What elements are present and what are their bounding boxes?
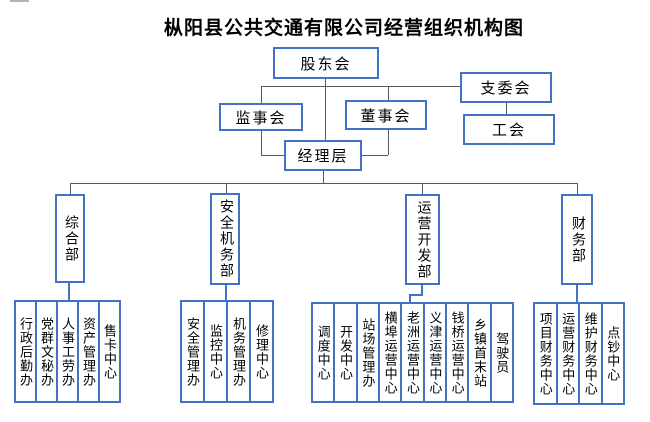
connector-line [70, 183, 578, 184]
connector-line [325, 79, 326, 140]
connector-line [70, 183, 71, 194]
connector-line [261, 86, 262, 103]
node-labor-union: 工会 [463, 114, 555, 145]
org-leaf-node: 维护财务中心 [578, 302, 603, 405]
connector-line [577, 183, 578, 195]
connector-line [261, 131, 262, 155]
dept-children-group-finance: 项目财务中心 运营财务中心 维护财务中心 点钞中心 [533, 302, 625, 405]
org-leaf-node: 横埠运营中心 [377, 302, 403, 403]
connector-line [388, 130, 389, 155]
node-shareholders-meeting: 股东会 [273, 47, 379, 79]
node-dept-general-affairs: 综合部 [55, 194, 85, 283]
node-supervisory-board: 监事会 [219, 103, 303, 131]
org-leaf-node: 项目财务中心 [533, 302, 558, 405]
connector-line [225, 283, 227, 302]
connector-line [226, 183, 227, 194]
connector-line [323, 171, 324, 183]
org-leaf-node: 监控中心 [203, 300, 228, 403]
connector-line [409, 294, 423, 296]
org-leaf-node: 调度中心 [311, 302, 336, 403]
node-board-of-directors: 董事会 [345, 100, 427, 130]
org-leaf-node: 资产管理办 [77, 300, 100, 403]
connector-line [506, 102, 507, 115]
node-dept-finance: 财务部 [561, 194, 593, 285]
org-leaf-node: 党群文秘办 [35, 300, 58, 403]
org-leaf-node: 人事工劳办 [56, 300, 79, 403]
connector-line [409, 294, 411, 304]
org-leaf-node: 老洲运营中心 [400, 302, 425, 403]
connector-line [388, 86, 389, 100]
node-branch-committee: 支委会 [460, 72, 552, 103]
node-management-layer: 经理层 [284, 140, 362, 171]
connector-line [361, 155, 388, 156]
org-leaf-node: 开发中心 [333, 302, 358, 403]
dept-children-group-general: 行政后勤办 党群文秘办 人事工劳办 资产管理办 售卡中心 [14, 300, 121, 403]
connector-line [422, 183, 423, 195]
org-leaf-node: 运营财务中心 [555, 302, 580, 405]
org-leaf-node: 售卡中心 [98, 300, 121, 403]
page-title: 枞阳县公共交通有限公司经营组织机构图 [163, 18, 524, 39]
connector-line [261, 86, 461, 87]
org-leaf-node: 点钞中心 [600, 302, 625, 405]
dept-children-group-operations: 调度中心 开发中心 站场管理办 横埠运营中心 老洲运营中心 义津运营中心 钱桥运… [311, 302, 514, 403]
connector-line [261, 155, 285, 156]
org-leaf-node: 驾驶员 [489, 302, 514, 403]
org-leaf-node: 站场管理办 [355, 302, 380, 403]
crop-artifact-line [10, 0, 29, 2]
node-dept-safety-machinery: 安全机务部 [210, 193, 240, 285]
connector-line [421, 283, 423, 296]
org-leaf-node: 义津运营中心 [422, 302, 447, 403]
node-dept-operations-development: 运营开发部 [405, 194, 440, 285]
org-leaf-node: 机务管理办 [226, 300, 251, 403]
org-leaf-node: 修理中心 [249, 300, 274, 403]
org-leaf-node: 钱桥运营中心 [444, 302, 470, 403]
dept-children-group-safety: 安全管理办 监控中心 机务管理办 修理中心 [180, 300, 274, 403]
org-leaf-node: 安全管理办 [180, 300, 205, 403]
org-leaf-node: 乡镇首末站 [467, 302, 492, 403]
connector-line [576, 283, 578, 304]
connector-line [68, 281, 70, 302]
org-leaf-node: 行政后勤办 [14, 300, 37, 403]
